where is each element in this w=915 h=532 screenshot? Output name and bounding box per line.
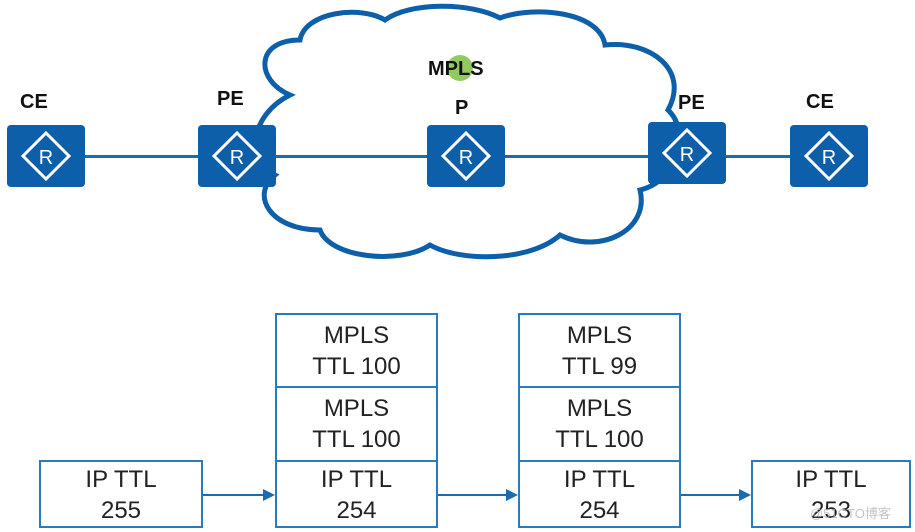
- hop2-mpls-inner-box: MPLS TTL 100: [275, 386, 438, 462]
- svg-text:R: R: [822, 147, 836, 169]
- hop4-ip-box: IP TTL 253: [751, 460, 911, 528]
- ip-ttl-value: 255: [100, 497, 142, 524]
- router-p: R: [427, 125, 505, 187]
- router-icon: R: [20, 130, 72, 182]
- hop2-mpls-outer-box: MPLS TTL 100: [275, 313, 438, 388]
- router-label-pe-right: PE: [678, 92, 705, 114]
- router-icon: R: [803, 130, 855, 182]
- ip-ttl-value: 254: [336, 497, 377, 524]
- link-ce-pe-left: [84, 155, 202, 158]
- mpls-label: MPLS: [566, 322, 633, 349]
- link-pe-ce-right: [725, 155, 793, 158]
- mpls-label: MPLS: [323, 322, 390, 349]
- router-pe-left: R: [198, 125, 276, 187]
- router-label-ce-left: CE: [20, 91, 48, 113]
- router-label-p: P: [455, 97, 469, 119]
- hop3-ip-box: IP TTL 254: [518, 460, 681, 528]
- router-icon: R: [661, 127, 713, 179]
- ip-ttl-label: IP TTL: [795, 466, 867, 493]
- svg-text:R: R: [230, 147, 244, 169]
- link-pe-p: [275, 155, 430, 158]
- mpls-ttl-value: TTL 100: [555, 426, 644, 453]
- watermark: @51CTO博客: [810, 506, 891, 521]
- hop1-ip-box: IP TTL 255: [39, 460, 203, 528]
- mpls-label: MPLS: [566, 395, 633, 422]
- mpls-ttl-value: TTL 100: [312, 426, 401, 453]
- mpls-ttl-value: TTL 99: [561, 353, 638, 380]
- link-p-pe: [502, 155, 652, 158]
- svg-text:R: R: [459, 147, 473, 169]
- mpls-ttl-value: TTL 100: [312, 353, 401, 380]
- router-icon: R: [440, 130, 492, 182]
- arrow-right-icon: [438, 489, 518, 501]
- router-ce-right: R: [790, 125, 868, 187]
- hop3-mpls-inner-box: MPLS TTL 100: [518, 386, 681, 462]
- ip-ttl-label: IP TTL: [320, 466, 393, 493]
- ip-ttl-label: IP TTL: [563, 466, 636, 493]
- router-ce-left: R: [7, 125, 85, 187]
- router-pe-right: R: [648, 122, 726, 184]
- svg-text:R: R: [680, 144, 694, 166]
- hop2-ip-box: IP TTL 254: [275, 460, 438, 528]
- cloud-label: MPLS: [428, 58, 484, 80]
- router-icon: R: [211, 130, 263, 182]
- arrow-right-icon: [203, 489, 275, 501]
- cursor-highlight: [447, 55, 473, 81]
- ip-ttl-label: IP TTL: [85, 466, 157, 493]
- svg-text:R: R: [39, 147, 53, 169]
- mpls-label: MPLS: [323, 395, 390, 422]
- ip-ttl-value: 253: [810, 497, 852, 524]
- hop3-mpls-outer-box: MPLS TTL 99: [518, 313, 681, 388]
- router-label-ce-right: CE: [806, 91, 834, 113]
- arrow-right-icon: [681, 489, 751, 501]
- router-label-pe-left: PE: [217, 88, 244, 110]
- ip-ttl-value: 254: [579, 497, 620, 524]
